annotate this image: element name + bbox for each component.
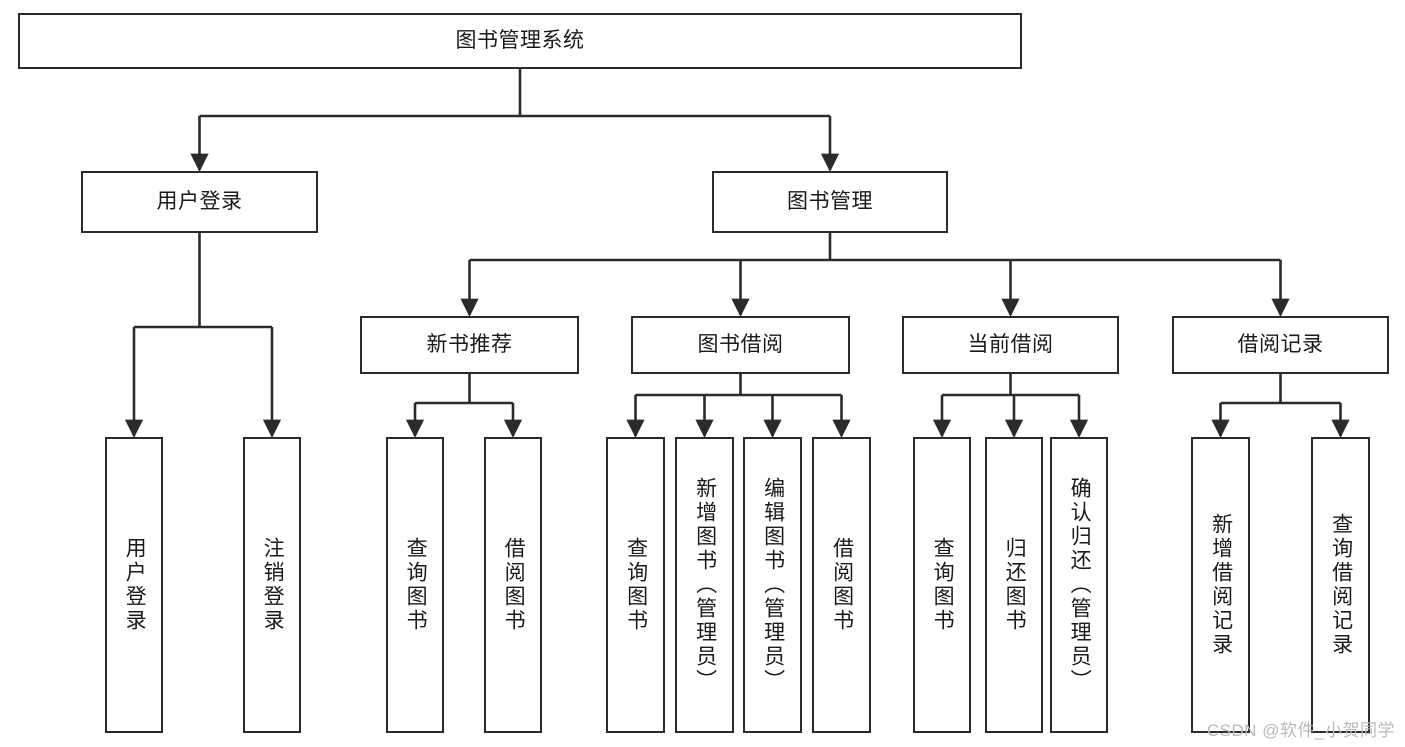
node-leaf-add-book[interactable]: 新增图书（管理员） — [675, 437, 734, 733]
watermark-text: CSDN @软件_小贺同学 — [1206, 721, 1395, 740]
node-label: 确认归还（管理员） — [1068, 477, 1092, 693]
node-leaf-query-record[interactable]: 查询借阅记录 — [1311, 437, 1370, 733]
node-label: 新书推荐 — [426, 333, 513, 357]
node-user-login[interactable]: 用户登录 — [81, 171, 318, 233]
node-new-book-rec[interactable]: 新书推荐 — [360, 316, 579, 374]
node-label: 编辑图书（管理员） — [761, 477, 785, 693]
node-label: 新增图书（管理员） — [693, 477, 717, 693]
node-book-manage[interactable]: 图书管理 — [712, 171, 948, 233]
node-label: 图书管理 — [787, 190, 873, 214]
node-label: 图书管理系统 — [455, 29, 585, 53]
node-leaf-add-record[interactable]: 新增借阅记录 — [1191, 437, 1250, 733]
node-label: 借阅记录 — [1237, 333, 1324, 357]
node-leaf-query-book-3[interactable]: 查询图书 — [913, 437, 971, 733]
node-leaf-confirm-return[interactable]: 确认归还（管理员） — [1050, 437, 1108, 733]
node-leaf-edit-book[interactable]: 编辑图书（管理员） — [743, 437, 802, 733]
node-leaf-query-book-2[interactable]: 查询图书 — [606, 437, 665, 733]
node-label: 查询借阅记录 — [1329, 513, 1353, 657]
node-current-borrow[interactable]: 当前借阅 — [902, 316, 1119, 374]
node-label: 用户登录 — [123, 537, 147, 633]
node-label: 用户登录 — [156, 190, 243, 214]
node-book-borrow[interactable]: 图书借阅 — [631, 316, 850, 374]
node-label: 图书借阅 — [697, 333, 784, 357]
node-label: 查询图书 — [931, 537, 955, 633]
node-label: 归还图书 — [1003, 537, 1027, 633]
node-label: 查询图书 — [404, 537, 428, 633]
node-borrow-record[interactable]: 借阅记录 — [1172, 316, 1389, 374]
node-leaf-user-login[interactable]: 用户登录 — [105, 437, 163, 733]
node-leaf-query-book-1[interactable]: 查询图书 — [386, 437, 444, 733]
edges-group — [124, 69, 1350, 438]
node-label: 注销登录 — [261, 537, 285, 633]
node-label: 查询图书 — [624, 537, 648, 633]
node-label: 新增借阅记录 — [1209, 513, 1233, 657]
node-leaf-borrow-book-1[interactable]: 借阅图书 — [484, 437, 542, 733]
node-label: 当前借阅 — [967, 333, 1054, 357]
node-label: 借阅图书 — [830, 537, 854, 633]
node-root[interactable]: 图书管理系统 — [18, 13, 1022, 69]
node-leaf-borrow-book-2[interactable]: 借阅图书 — [812, 437, 871, 733]
node-leaf-return-book[interactable]: 归还图书 — [985, 437, 1043, 733]
node-label: 借阅图书 — [502, 537, 526, 633]
node-leaf-logout[interactable]: 注销登录 — [243, 437, 301, 733]
